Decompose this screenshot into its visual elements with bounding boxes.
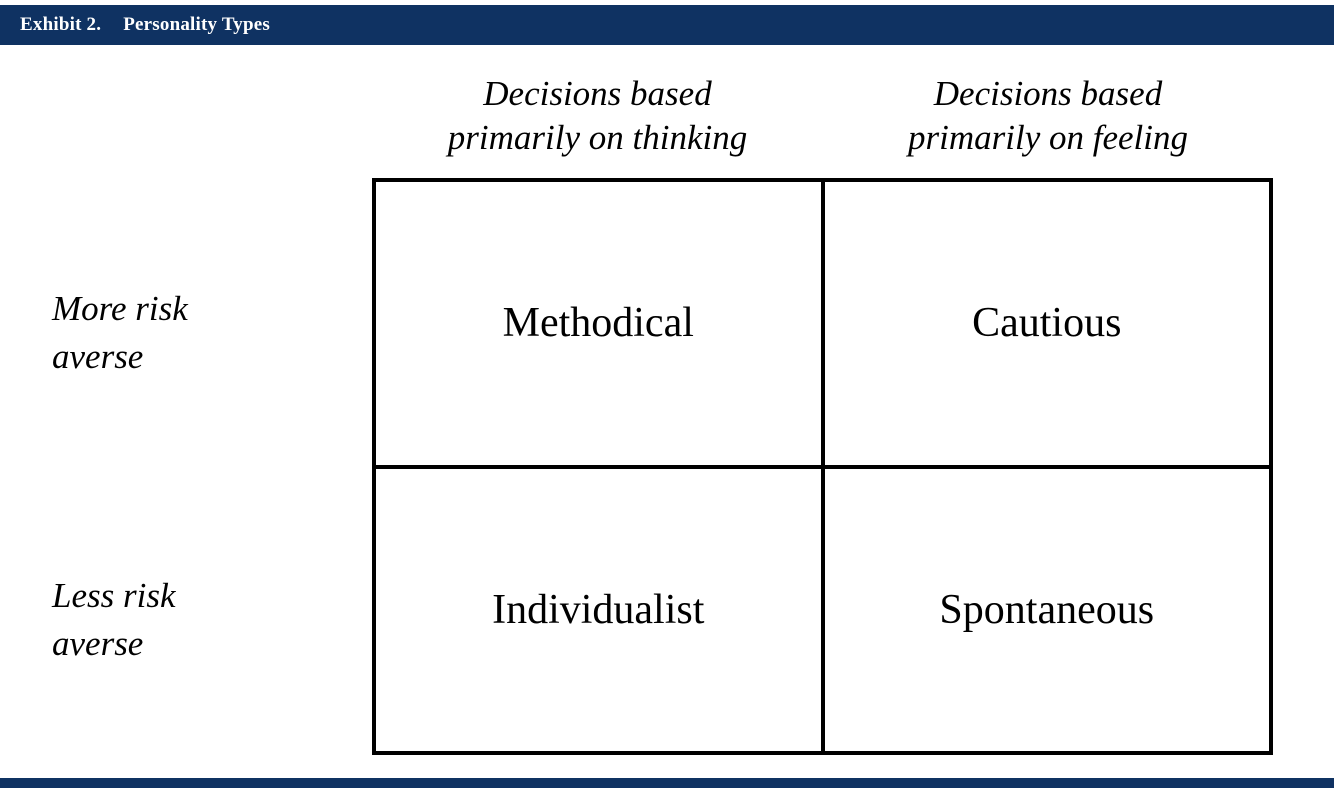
column-header-feeling-line1: Decisions based (933, 74, 1163, 113)
exhibit-title: Personality Types (123, 14, 270, 35)
matrix-cell-individualist: Individualist (376, 466, 823, 751)
matrix-cell-individualist-label: Individualist (492, 586, 705, 633)
matrix-cell-methodical: Methodical (376, 182, 823, 467)
exhibit-number: Exhibit 2. (20, 14, 102, 35)
personality-types-matrix: Methodical Cautious Individualist Sponta… (372, 178, 1273, 755)
column-header-feeling: Decisions based primarily on feeling (823, 72, 1273, 160)
matrix-cell-spontaneous-label: Spontaneous (939, 586, 1155, 633)
matrix-cell-cautious-label: Cautious (972, 300, 1122, 347)
matrix-cell-spontaneous: Spontaneous (822, 466, 1269, 751)
column-header-thinking-line1: Decisions based (483, 74, 712, 113)
matrix-cell-methodical-label: Methodical (502, 300, 694, 347)
row-label-more-risk-averse-line2: averse (52, 337, 144, 376)
matrix-cell-cautious: Cautious (822, 182, 1269, 467)
row-label-less-risk-averse: Less risk averse (52, 572, 362, 668)
column-header-feeling-line2: primarily on feeling (908, 118, 1188, 157)
row-label-less-risk-averse-line1: Less risk (52, 576, 176, 615)
column-header-thinking-line2: primarily on thinking (447, 118, 748, 157)
footer-rule (0, 778, 1334, 788)
exhibit-banner: Exhibit 2. Personality Types (0, 5, 1334, 45)
row-label-less-risk-averse-line2: averse (52, 624, 144, 663)
row-label-more-risk-averse-line1: More risk (52, 289, 188, 328)
row-label-more-risk-averse: More risk averse (52, 285, 362, 381)
column-header-thinking: Decisions based primarily on thinking (372, 72, 823, 160)
